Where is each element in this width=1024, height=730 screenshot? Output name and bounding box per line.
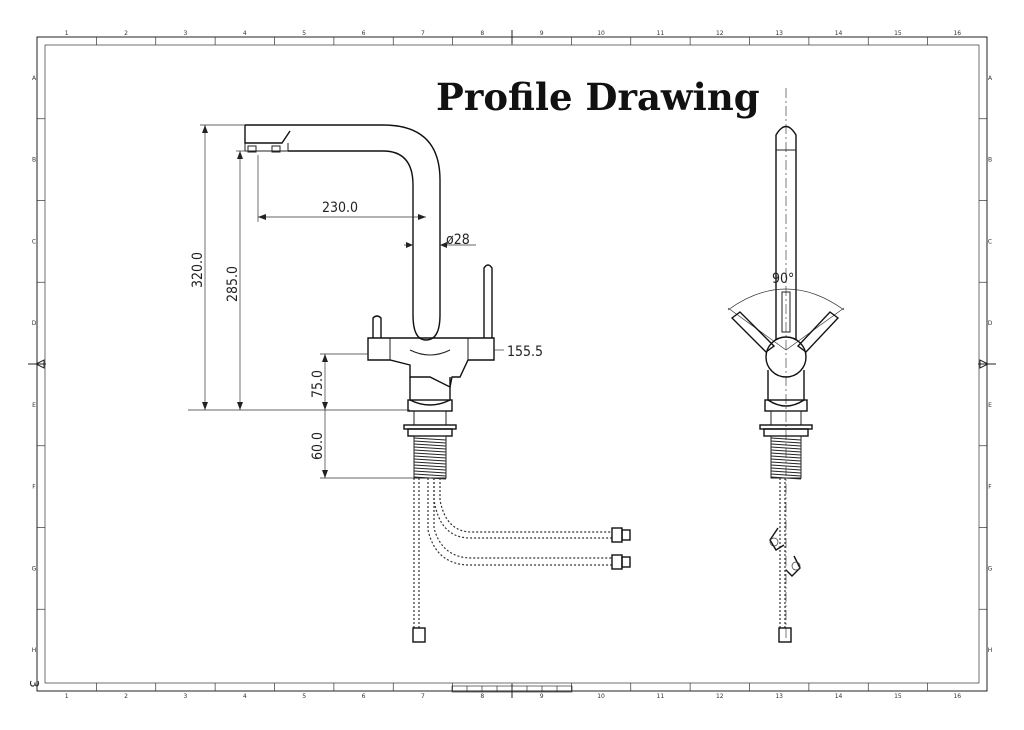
front-spout — [775, 125, 797, 340]
front-handle-left — [730, 311, 776, 353]
front-body-disc — [765, 336, 807, 378]
grid-row-label: D — [988, 320, 993, 327]
dim-reach: 230.0 — [322, 200, 358, 216]
grid-col-label: 5 — [302, 30, 306, 37]
grid-row-label: C — [988, 238, 992, 245]
dim-body-width: 155.5 — [507, 344, 543, 360]
grid-col-label: 3 — [184, 30, 188, 37]
grid-col-label: 8 — [480, 30, 484, 37]
sheet-inner-frame — [44, 44, 980, 684]
grid-col-label: 8 — [480, 693, 484, 700]
hose-hot — [427, 478, 612, 566]
grid-row-label: E — [988, 402, 992, 409]
grid-col-label: 13 — [775, 30, 783, 37]
dimension-lines — [188, 124, 504, 479]
grid-column-labels: 1122334455667788991010111112121313141415… — [65, 30, 962, 700]
mixer-body — [367, 337, 495, 389]
grid-row-label: D — [32, 320, 37, 327]
grid-col-label: 16 — [953, 30, 961, 37]
grid-col-label: 1 — [65, 693, 69, 700]
grid-col-label: 7 — [421, 693, 425, 700]
hose-cold — [433, 478, 612, 539]
grid-col-label: 10 — [597, 693, 605, 700]
sheet-outer-border — [36, 36, 988, 692]
grid-col-label: 10 — [597, 30, 605, 37]
grid-row-label: E — [32, 402, 36, 409]
grid-row-label: G — [988, 565, 993, 572]
grid-row-label: H — [988, 647, 993, 654]
grid-col-label: 13 — [775, 693, 783, 700]
grid-row-label: B — [32, 157, 36, 164]
grid-col-label: 11 — [657, 693, 665, 700]
right-handle — [483, 264, 493, 338]
dim-shank-length: 60.0 — [310, 432, 326, 460]
grid-col-label: 9 — [540, 30, 544, 37]
spout-aerator — [244, 143, 289, 152]
threaded-shank — [413, 437, 447, 480]
grid-col-label: 3 — [184, 693, 188, 700]
grid-col-label: 15 — [894, 30, 902, 37]
grid-col-label: 4 — [243, 30, 247, 37]
dim-handle-rotation: 90° — [772, 271, 794, 287]
grid-row-label: F — [32, 484, 36, 491]
grid-col-label: 14 — [835, 693, 843, 700]
grid-col-label: 1 — [65, 30, 69, 37]
left-handle — [372, 315, 382, 338]
grid-row-label: G — [32, 565, 37, 572]
grid-col-label: 6 — [362, 693, 366, 700]
front-threaded-shank — [770, 437, 802, 480]
grid-col-label: 12 — [716, 693, 724, 700]
centre-marks — [28, 30, 996, 698]
dim-spout-height: 285.0 — [225, 266, 241, 302]
grid-col-label: 16 — [953, 693, 961, 700]
grid-row-label: H — [32, 647, 37, 654]
grid-col-label: 9 — [540, 693, 544, 700]
border-grid-ticks — [37, 37, 987, 691]
grid-col-label: 6 — [362, 30, 366, 37]
spout-outline — [244, 124, 441, 315]
drawing-title: Profile Drawing — [436, 75, 760, 119]
grid-col-label: 14 — [835, 30, 843, 37]
grid-col-label: 4 — [243, 693, 247, 700]
front-handle-right — [796, 311, 840, 353]
faucet-side-view — [244, 124, 631, 643]
grid-col-label: 2 — [124, 693, 128, 700]
grid-col-label: 15 — [894, 693, 902, 700]
grid-row-label: A — [988, 75, 993, 82]
grid-col-label: 12 — [716, 30, 724, 37]
grid-col-label: 11 — [657, 30, 665, 37]
grid-col-label: 2 — [124, 30, 128, 37]
grid-row-label: C — [32, 238, 36, 245]
grid-row-label: F — [988, 484, 992, 491]
grid-col-label: 5 — [302, 693, 306, 700]
rotation-arc — [727, 288, 845, 311]
grid-row-labels: A A B B C C D D E E F F G G H H — [32, 75, 993, 654]
grid-col-label: 7 — [421, 30, 425, 37]
faucet-front-view — [727, 88, 845, 643]
dim-spout-diameter: ø28 — [446, 232, 470, 248]
dim-total-height: 320.0 — [190, 252, 206, 288]
sheet-number: 3 — [27, 680, 41, 688]
dim-body-height: 75.0 — [310, 370, 326, 398]
grid-row-label: B — [988, 157, 992, 164]
grid-row-label: A — [32, 75, 37, 82]
